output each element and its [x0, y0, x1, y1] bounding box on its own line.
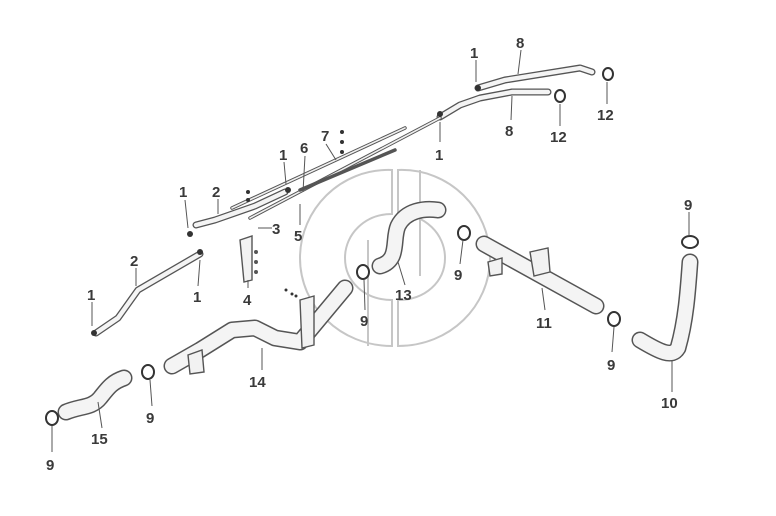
callout-9: 9 [684, 197, 692, 214]
callout-1: 1 [193, 289, 201, 306]
callout-2: 2 [130, 253, 138, 270]
pipe-2-lower [92, 250, 204, 337]
callout-1: 1 [435, 147, 443, 164]
pipe-14 [163, 279, 354, 375]
pipe-5-6-long [230, 116, 442, 220]
hose-15 [57, 369, 133, 421]
clamp-12-b [602, 67, 614, 81]
callout-3: 3 [272, 221, 280, 238]
clamp-9-e [607, 311, 621, 327]
callout-9: 9 [454, 267, 462, 284]
bracket-3-4 [239, 235, 258, 283]
callout-1: 1 [179, 184, 187, 201]
clamp-9-d [457, 225, 471, 241]
callout-6: 6 [300, 140, 308, 157]
pipe-11 [475, 235, 605, 315]
clamp-9-f [681, 235, 699, 249]
callout-4: 4 [243, 292, 252, 309]
callout-9: 9 [146, 410, 154, 427]
callout-12: 12 [597, 107, 614, 124]
callout-5: 5 [294, 228, 302, 245]
watermark-logo [298, 168, 492, 348]
clamp-set [91, 85, 481, 336]
callout-13: 13 [395, 287, 412, 304]
pipe-2-upper [192, 188, 289, 229]
callout-9: 9 [607, 357, 615, 374]
hose-10 [631, 253, 699, 362]
clamp-9-c [356, 264, 370, 280]
callout-1: 1 [470, 45, 478, 62]
callout-11: 11 [536, 315, 552, 332]
clamp-12-a [554, 89, 566, 103]
leader-lines [51, 49, 690, 452]
callout-1: 1 [87, 287, 95, 304]
callout-9: 9 [360, 313, 368, 330]
clamp-9-a [45, 410, 59, 426]
callout-15: 15 [91, 431, 108, 448]
hose-13 [371, 200, 447, 275]
callout-2: 2 [212, 184, 220, 201]
callout-8: 8 [505, 123, 513, 140]
callout-1: 1 [279, 147, 287, 164]
clamp-9-b [141, 364, 155, 380]
callout-10: 10 [661, 395, 678, 412]
callout-12: 12 [550, 129, 567, 146]
pipe-8-upper [436, 64, 596, 121]
callout-14: 14 [249, 374, 266, 391]
callout-7: 7 [321, 128, 329, 145]
callout-8: 8 [516, 35, 524, 52]
callout-9: 9 [46, 457, 54, 474]
